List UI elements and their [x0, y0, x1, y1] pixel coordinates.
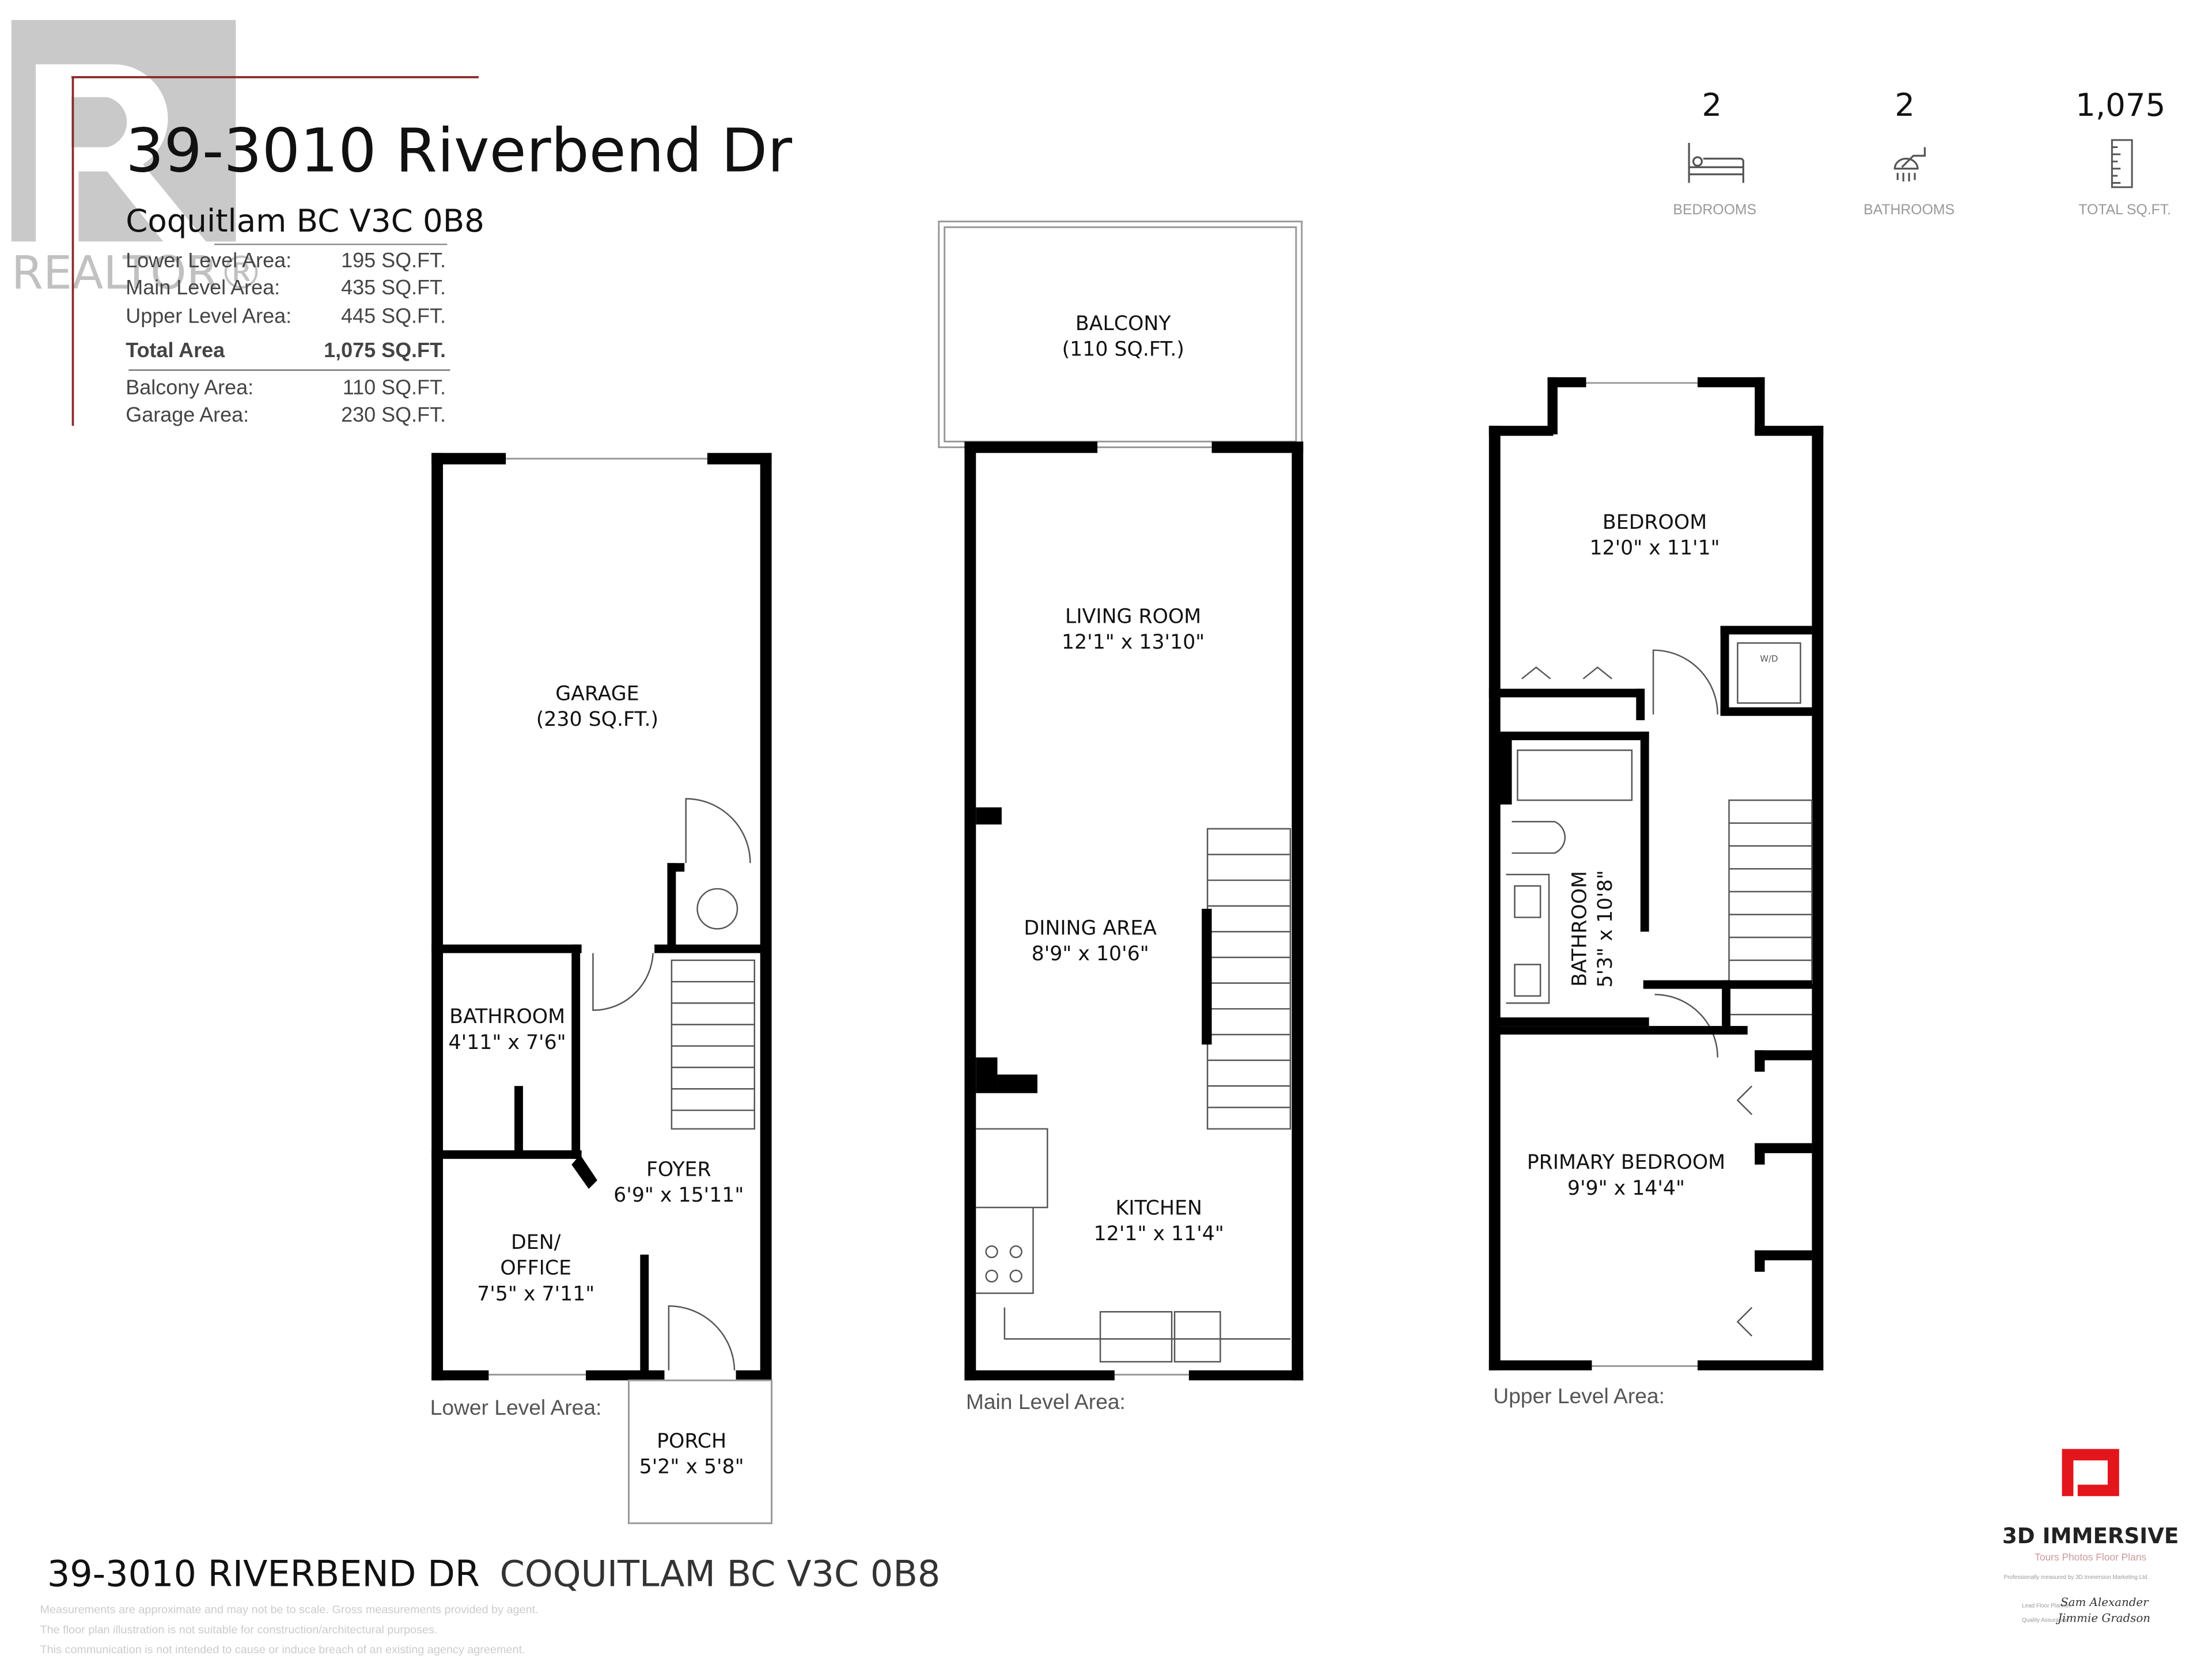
footer-address: 39-3010 RIVERBEND DR COQUITLAM BC V3C 0B…: [47, 1552, 941, 1594]
room-dimension: 7'5" x 7'11": [477, 1282, 594, 1305]
room-label: PRIMARY BEDROOM: [1527, 1151, 1725, 1174]
washer-dryer-label: W/D: [1760, 654, 1778, 664]
room-label: GARAGE: [555, 683, 639, 706]
total-area-value: 1,075 SQ.FT.: [324, 338, 446, 362]
level-label: Upper Level Area:: [1493, 1384, 1665, 1408]
stat-value: 2: [1702, 86, 1722, 123]
room-label: LIVING ROOM: [1065, 605, 1201, 628]
lead-planner-label: Lead Floor Planner:: [2022, 1603, 2072, 1609]
area-value: 110 SQ.FT.: [343, 376, 446, 399]
room-dimension: 12'1" x 11'4": [1094, 1222, 1224, 1245]
room-label: DINING AREA: [1024, 916, 1157, 940]
brand-block: 3D IMMERSIVE Tours Photos Floor Plans Pr…: [2002, 1449, 2179, 1625]
footer-address-street: 39-3010 RIVERBEND DR: [47, 1552, 480, 1594]
level-label: Lower Level Area:: [430, 1395, 602, 1419]
page-subtitle: Coquitlam BC V3C 0B8: [126, 202, 484, 239]
room-label: FOYER: [646, 1158, 711, 1181]
footer-address-city: COQUITLAM BC V3C 0B8: [500, 1552, 941, 1594]
room-dimension: 12'0" x 11'1": [1589, 536, 1719, 559]
area-label: Garage Area:: [126, 403, 249, 426]
room-label: BEDROOM: [1603, 511, 1707, 534]
stat-bedrooms: 2 BEDROOMS: [1673, 86, 1756, 218]
level-label: Main Level Area:: [966, 1389, 1126, 1414]
room-label: BATHROOM: [449, 1005, 565, 1028]
room-dimension: 4'11" x 7'6": [449, 1031, 566, 1054]
qa-label: Quality Assurance:: [2022, 1618, 2070, 1624]
stat-label: TOTAL SQ.FT.: [2078, 202, 2171, 218]
stat-total-sqft: 1,075 TOTAL SQ.FT.: [2075, 86, 2171, 218]
disclaimer-line: Measurements are approximate and may not…: [40, 1604, 538, 1616]
area-value: 435 SQ.FT.: [341, 275, 446, 299]
lead-planner-signature: Sam Alexander: [2061, 1596, 2149, 1609]
room-label: KITCHEN: [1116, 1197, 1202, 1220]
stat-bathrooms: 2 BATHROOMS: [1863, 86, 1955, 218]
stat-value: 1,075: [2075, 86, 2165, 123]
bed-icon: [1688, 143, 1744, 183]
disclaimer-line: This communication is not intended to ca…: [40, 1643, 525, 1656]
room-dimension: (230 SQ.FT.): [536, 708, 658, 731]
area-value: 195 SQ.FT.: [341, 248, 446, 272]
3d-immersive-logo: [2062, 1449, 2119, 1497]
upper-level-plan: W/D BEDROOM 12'0" x 11'1" BATHROOM 5'3" …: [1488, 377, 1824, 1408]
area-label: Main Level Area:: [126, 275, 280, 299]
main-level-plan: BALCONY (110 SQ.FT.) LIVING ROOM 12'1" x…: [938, 221, 1304, 1414]
room-dimension: (110 SQ.FT.): [1062, 338, 1184, 361]
room-dimension: 9'9" x 14'4": [1567, 1177, 1685, 1200]
total-area-label: Total Area: [126, 338, 225, 362]
shower-icon: [1893, 147, 1926, 182]
realtor-watermark-text: REALTOR®: [12, 246, 264, 300]
room-dimension: 6'9" x 15'11": [613, 1184, 744, 1207]
room-label: OFFICE: [500, 1257, 571, 1280]
stat-value: 2: [1895, 86, 1915, 123]
area-value: 230 SQ.FT.: [341, 403, 446, 426]
area-label: Lower Level Area:: [126, 248, 291, 272]
room-dimension: 5'2" x 5'8": [639, 1456, 744, 1479]
ruler-icon: [2111, 139, 2133, 188]
qa-signature: Jimmie Gradson: [2055, 1612, 2150, 1625]
stat-label: BEDROOMS: [1673, 202, 1756, 218]
page-title: 39-3010 Riverbend Dr: [126, 116, 792, 186]
room-dimension: 12'1" x 13'10": [1062, 631, 1205, 654]
area-value: 445 SQ.FT.: [341, 304, 446, 328]
area-label: Balcony Area:: [126, 376, 253, 399]
brand-measured-by: Professionally measured by 3D Immersion …: [2004, 1574, 2149, 1581]
brand-name: 3D IMMERSIVE: [2002, 1523, 2179, 1548]
area-label: Upper Level Area:: [126, 304, 291, 328]
realtor-watermark-logo: REALTOR®: [12, 20, 264, 300]
brand-tagline: Tours Photos Floor Plans: [2035, 1551, 2146, 1563]
room-label: BATHROOM: [1568, 871, 1591, 987]
room-dimension: 8'9" x 10'6": [1032, 942, 1149, 965]
room-label: BALCONY: [1075, 312, 1171, 335]
room-label: PORCH: [657, 1430, 726, 1453]
room-dimension: 5'3" x 10'8": [1594, 870, 1617, 987]
area-table: Lower Level Area: 195 SQ.FT. Main Level …: [126, 248, 450, 426]
room-label: DEN/: [511, 1231, 561, 1254]
disclaimer-line: The floor plan illustration is not suita…: [40, 1623, 437, 1636]
stat-label: BATHROOMS: [1863, 202, 1955, 218]
lower-level-plan: GARAGE (230 SQ.FT.) BATHROOM 4'11" x 7'6…: [430, 453, 773, 1524]
